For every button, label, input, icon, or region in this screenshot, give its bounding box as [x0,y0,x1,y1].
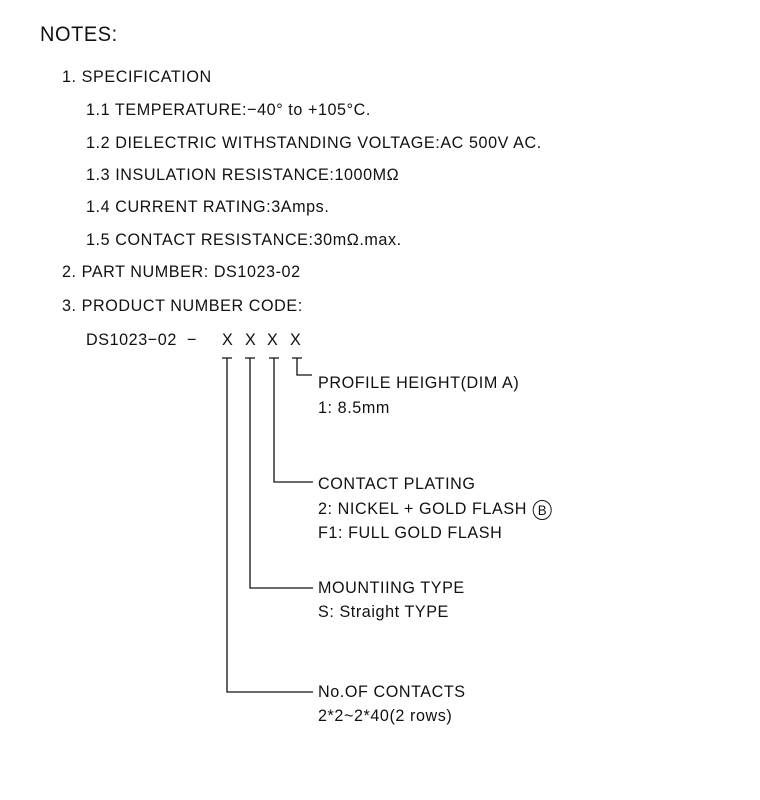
field-profile-option: 1: 8.5mm [318,398,390,417]
spec-1-4: 1.4 CURRENT RATING:3Amps. [86,197,330,216]
revision-mark-b: B [532,499,552,520]
code-x-2: X [245,330,257,349]
note-number: 1. [62,67,77,86]
spec-1-3: 1.3 INSULATION RESISTANCE:1000MΩ [86,165,400,184]
note-text: SPECIFICATION [81,67,212,86]
spec-1-1: 1.1 TEMPERATURE:−40° to +105°C. [86,100,371,119]
field-contacts-label: No.OF CONTACTS [318,682,466,701]
option-text: 2: NICKEL + GOLD FLASH [318,499,527,518]
leader-contact-plating [269,357,313,483]
note-number: 2. [62,262,77,281]
field-plating-option-2: F1: FULL GOLD FLASH [318,523,503,542]
note-number: 3. [62,296,77,315]
code-x-4: X [290,330,302,349]
note-1: 1. SPECIFICATION [62,67,212,87]
note-text: PRODUCT NUMBER CODE: [81,296,303,315]
spec-1-5: 1.5 CONTACT RESISTANCE:30mΩ.max. [86,230,402,249]
field-profile-label: PROFILE HEIGHT(DIM A) [318,373,520,392]
leader-no-of-contacts [222,357,313,693]
field-plating-option-1: 2: NICKEL + GOLD FLASH B [318,499,552,520]
field-plating-label: CONTACT PLATING [318,474,476,493]
code-x-1: X [222,330,234,349]
field-contacts-option: 2*2~2*40(2 rows) [318,706,453,725]
spec-1-2: 1.2 DIELECTRIC WITHSTANDING VOLTAGE:AC 5… [86,133,542,152]
field-mounting-option: S: Straight TYPE [318,602,449,621]
note-2: 2. PART NUMBER: DS1023-02 [62,262,301,282]
note-3: 3. PRODUCT NUMBER CODE: [62,296,303,316]
leader-mounting-type [245,357,313,589]
note-text: PART NUMBER: DS1023-02 [81,262,301,281]
notes-title: NOTES: [40,23,118,46]
field-mounting-label: MOUNTIING TYPE [318,578,465,597]
leader-profile-height [292,357,312,376]
code-x-3: X [267,330,279,349]
code-prefix: DS1023−02 − [86,330,198,349]
